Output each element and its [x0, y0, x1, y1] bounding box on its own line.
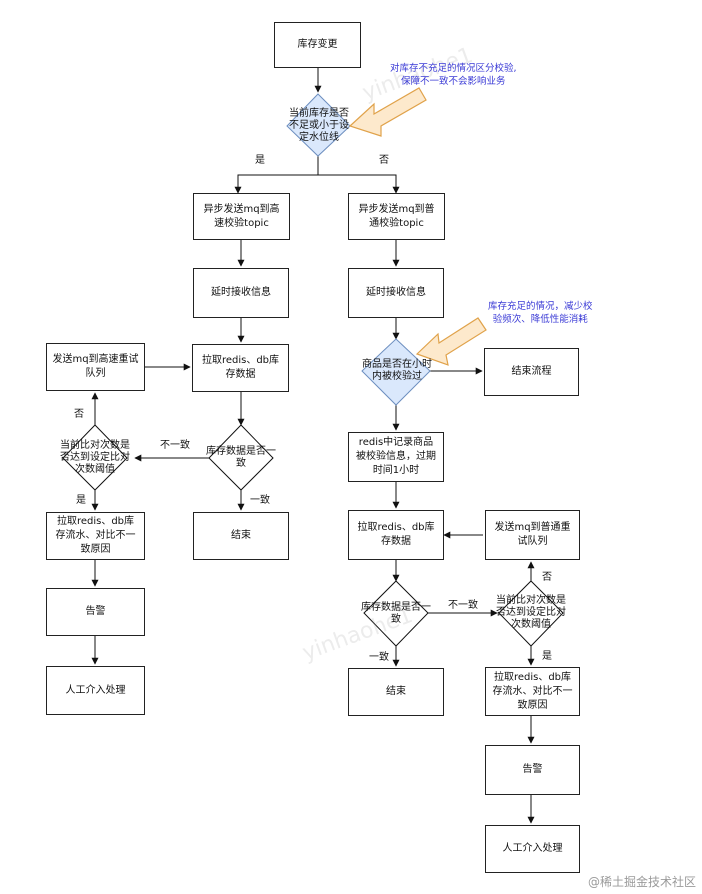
node-r-record: redis中记录商品被校验信息，过期时间1小时 — [348, 432, 444, 482]
callout-arrow-mid — [415, 317, 487, 366]
label-l-consistent: 一致 — [250, 495, 270, 506]
decision-l-consistent: 库存数据是否一致 — [206, 446, 276, 469]
decision-l-retry: 当前比对次数是否达到设定比对次数阈值 — [60, 440, 130, 475]
label-threshold-no: 否 — [379, 155, 389, 166]
node-l-retry-queue: 发送mq到高速重试队列 — [46, 343, 145, 391]
label-l-inconsistent: 不一致 — [160, 440, 190, 451]
node-r-alarm: 告警 — [485, 745, 580, 795]
note-top-line-2: 保障不一致不会影响业务 — [401, 76, 506, 87]
node-l-pull-flow: 拉取redis、db库存流水、对比不一致原因 — [46, 512, 145, 560]
callout-arrow-top — [348, 87, 427, 137]
label-r-consistent: 一致 — [369, 652, 389, 663]
node-l-async-fast: 异步发送mq到高速校验topic — [193, 193, 290, 240]
note-mid: 库存充足的情况，减少校 验频次、降低性能消耗 — [488, 300, 593, 326]
node-r-delay: 延时接收信息 — [348, 268, 444, 318]
decision-l-retry-shape — [62, 424, 128, 491]
decision-r-consistent-shape — [363, 580, 429, 647]
edge-threshold-no — [318, 174, 400, 194]
note-top-line-1: 对库存不充足的情况区分校验, — [390, 63, 517, 74]
node-r-manual: 人工介入处理 — [485, 825, 580, 873]
node-start: 库存变更 — [274, 22, 361, 68]
edge-threshold-yes — [234, 156, 319, 194]
decision-l-consistent-shape — [208, 424, 274, 491]
node-r-retry-queue: 发送mq到普通重试队列 — [485, 510, 580, 560]
node-r-end: 结束 — [348, 668, 444, 716]
label-l-retry-yes: 是 — [76, 495, 86, 506]
label-r-retry-yes: 是 — [542, 651, 552, 662]
node-r-pull-flow: 拉取redis、db库存流水、对比不一致原因 — [485, 667, 580, 716]
node-r-async-normal: 异步发送mq到普通校验topic — [348, 193, 445, 240]
node-l-delay: 延时接收信息 — [193, 268, 289, 318]
label-r-retry-no: 否 — [542, 572, 552, 583]
node-l-fetch: 拉取redis、db库存数据 — [192, 344, 289, 392]
label-l-retry-no: 否 — [74, 409, 84, 420]
decision-r-consistent: 库存数据是否一致 — [361, 602, 431, 625]
decision-r-checked: 商品是否在小时内被校验过 — [362, 359, 432, 382]
decision-r-retry-shape — [498, 580, 564, 647]
label-r-inconsistent: 不一致 — [448, 600, 478, 611]
node-r-fetch: 拉取redis、db库存数据 — [348, 510, 444, 560]
note-mid-line-2: 验频次、降低性能消耗 — [492, 314, 588, 325]
note-top: 对库存不充足的情况区分校验, 保障不一致不会影响业务 — [390, 62, 517, 88]
label-threshold-yes: 是 — [255, 155, 265, 166]
decision-r-retry: 当前比对次数是否达到设定比对次数阈值 — [496, 595, 566, 630]
node-l-manual: 人工介入处理 — [46, 666, 145, 715]
node-l-alarm: 告警 — [46, 588, 145, 636]
decision-threshold-shape — [286, 93, 351, 157]
node-l-end: 结束 — [193, 512, 289, 560]
note-mid-line-1: 库存充足的情况，减少校 — [488, 301, 593, 312]
footer-credit: @稀土掘金技术社区 — [587, 875, 696, 889]
node-r-end-flow: 结束流程 — [484, 348, 579, 396]
decision-r-checked-shape — [361, 338, 431, 406]
decision-threshold: 当前库存是否不足或小于设定水位线 — [289, 108, 349, 143]
